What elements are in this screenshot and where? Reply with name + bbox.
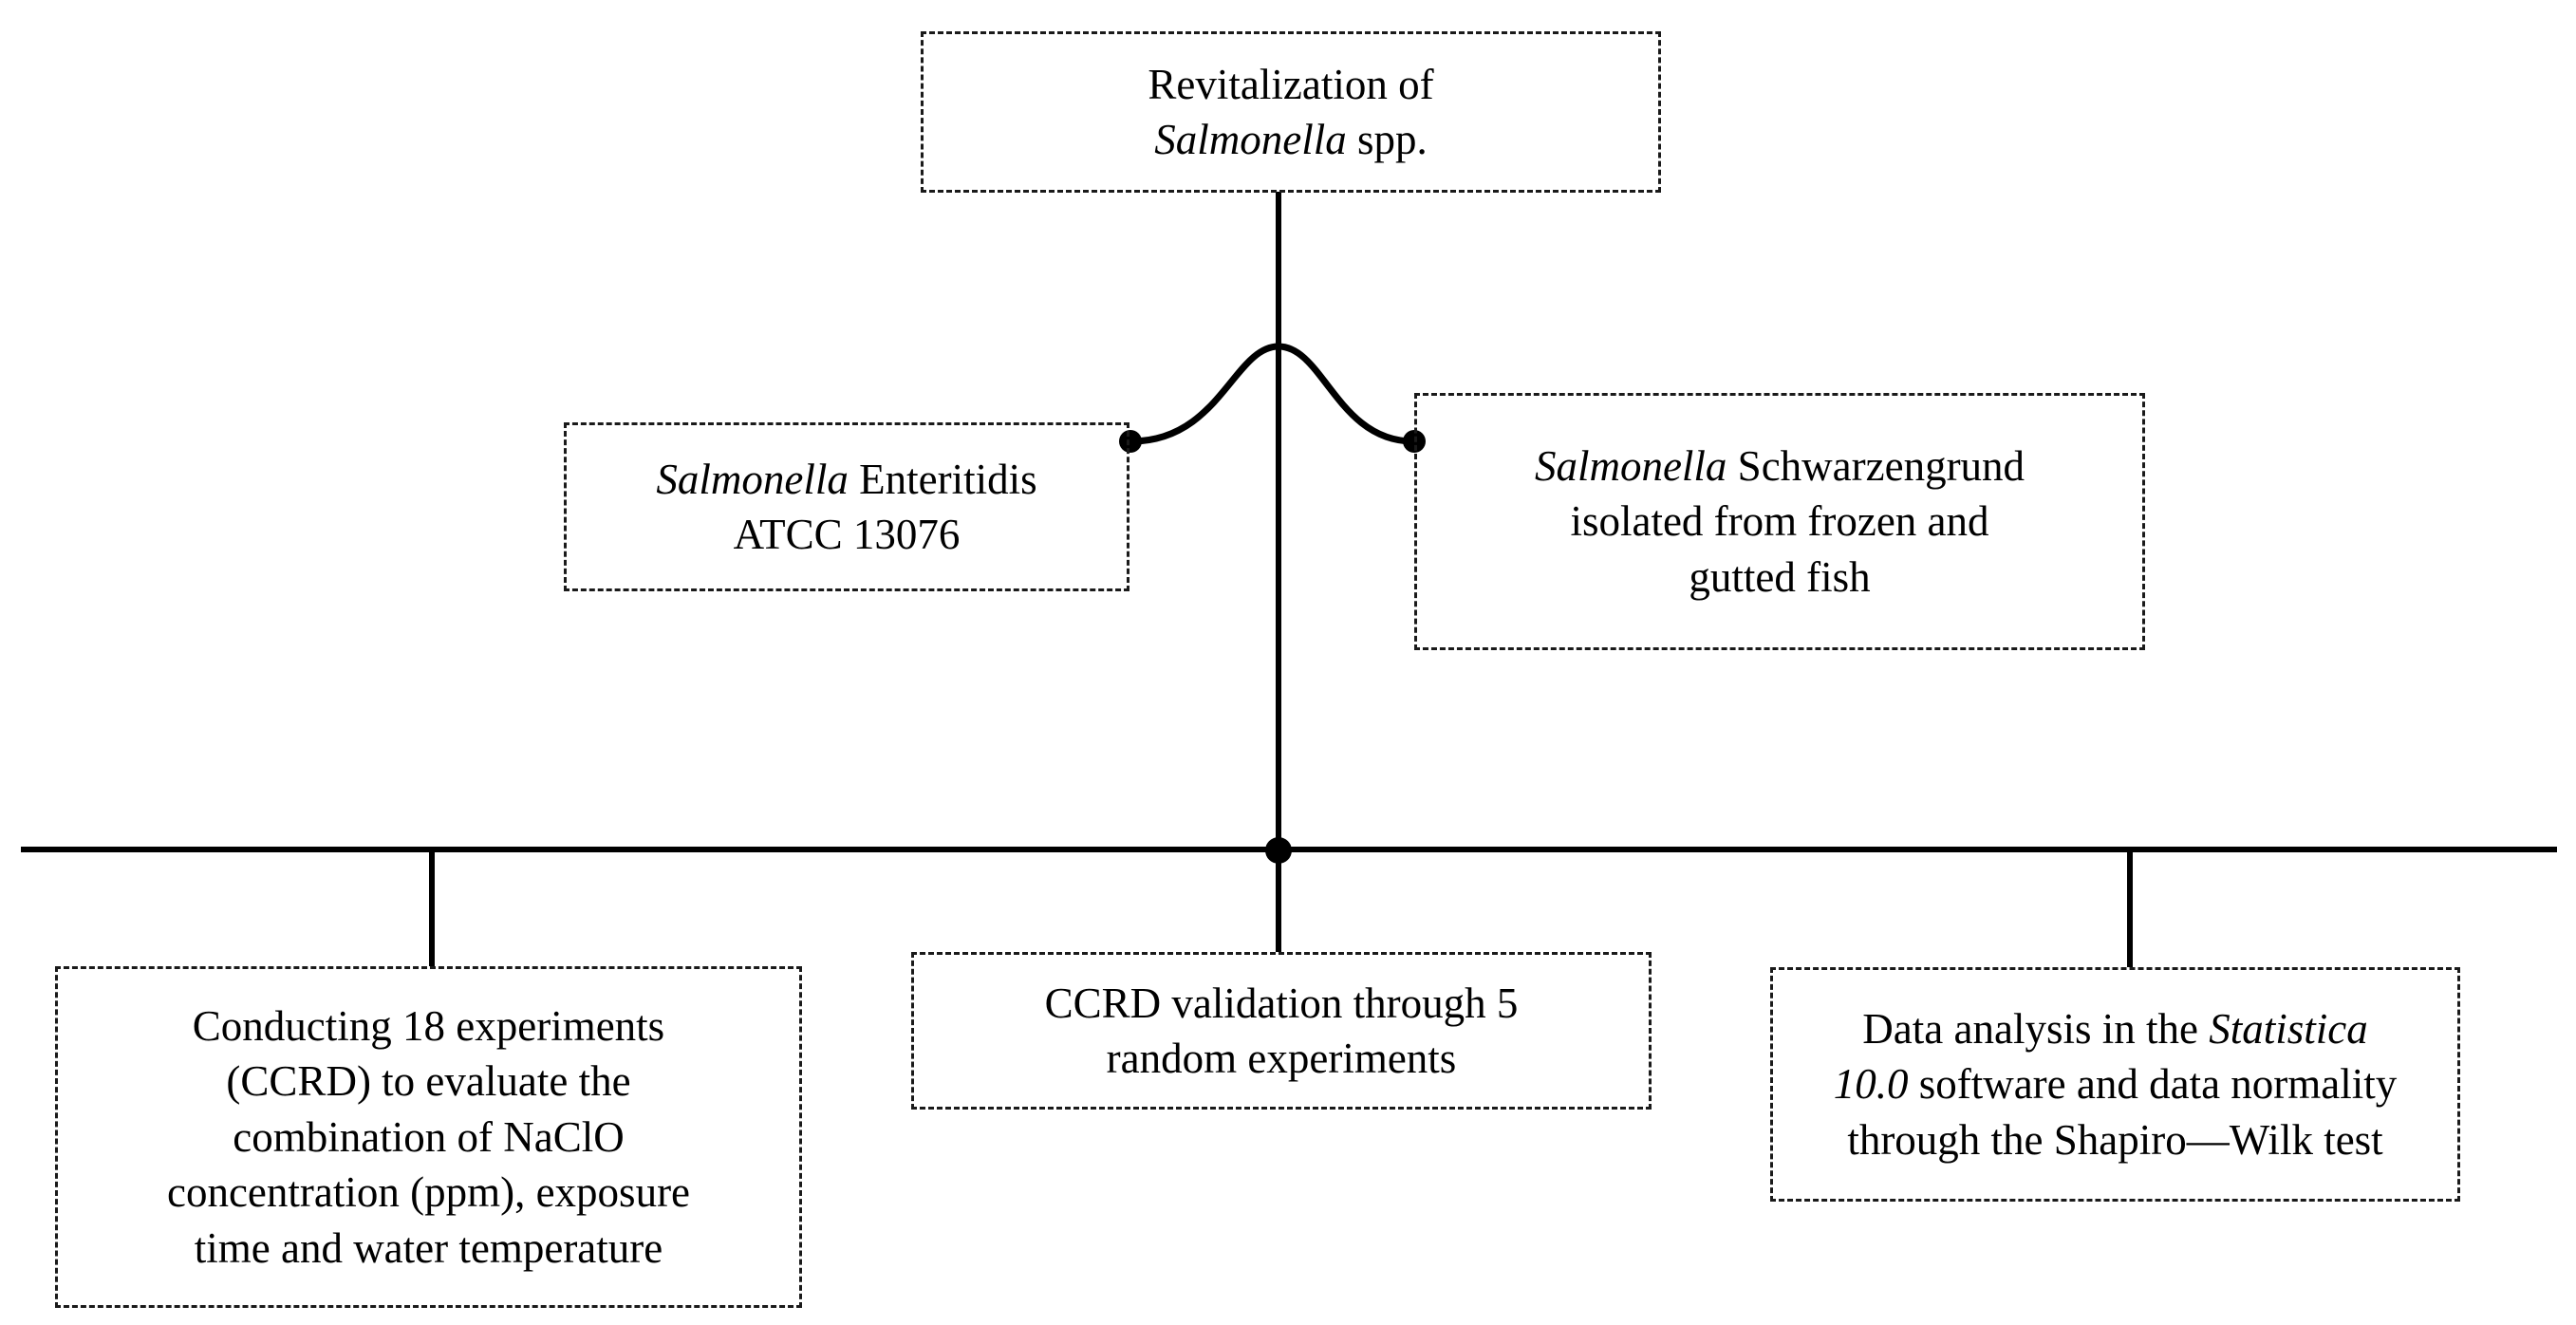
node-analysis-line2-rest: software and data normality [1908,1060,2398,1109]
node-ccrd-line1: Conducting 18 experiments [192,1001,665,1050]
node-validation-line1: CCRD validation through 5 [1044,979,1519,1027]
node-schwarzengrund-serovar: Schwarzengrund [1727,441,2025,490]
node-ccrd-line4: concentration (ppm), exposure [166,1168,691,1217]
node-analysis-text: Data analysis in the Statistica 10.0 sof… [1786,1001,2444,1168]
node-schwarzengrund-genus: Salmonella [1534,441,1727,490]
node-enteritidis-text: Salmonella Enteritidis ATCC 13076 [580,452,1113,563]
node-analysis-software-version: 10.0 [1833,1060,1909,1109]
node-data-analysis[interactable]: Data analysis in the Statistica 10.0 sof… [1770,967,2460,1202]
node-ccrd-text: Conducting 18 experiments (CCRD) to eval… [71,998,786,1277]
node-ccrd-line3: combination of NaClO [233,1112,625,1161]
node-enteritidis-genus: Salmonella [656,455,849,503]
node-revitalization-genus: Salmonella [1154,116,1347,163]
node-ccrd-validation[interactable]: CCRD validation through 5 random experim… [911,952,1652,1110]
s-curve-left-connector [1128,343,1282,445]
node-schwarzengrund-line2: isolated from frozen and [1570,497,1989,546]
node-schwarzengrund-text: Salmonella Schwarzengrund isolated from … [1430,439,2129,606]
node-enteritidis-serovar: Enteritidis [848,455,1037,503]
node-schwarzengrund-line3: gutted fish [1689,552,1871,601]
node-validation-text: CCRD validation through 5 random experim… [927,976,1635,1087]
node-revitalization-line1: Revitalization of [1148,60,1434,108]
bus-junction-dot [1265,837,1292,864]
node-revitalization-text: Revitalization of Salmonella spp. [937,57,1645,168]
node-analysis-software-name: Statistica [2209,1004,2368,1053]
node-ccrd-line5: time and water temperature [194,1223,663,1272]
node-analysis-line3: through the Shapiro—Wilk test [1847,1115,2383,1164]
node-salmonella-schwarzengrund[interactable]: Salmonella Schwarzengrund isolated from … [1414,393,2145,650]
node-analysis-line1-pre: Data analysis in the [1862,1004,2210,1053]
node-ccrd-experiments[interactable]: Conducting 18 experiments (CCRD) to eval… [55,966,802,1308]
node-ccrd-line2: (CCRD) to evaluate the [226,1057,631,1106]
node-salmonella-enteritidis[interactable]: Salmonella Enteritidis ATCC 13076 [564,422,1129,591]
node-enteritidis-strain-code: ATCC 13076 [733,511,961,558]
node-validation-line2: random experiments [1106,1035,1457,1082]
node-revitalization[interactable]: Revitalization of Salmonella spp. [921,31,1661,193]
s-curve-right-connector [1275,343,1417,445]
node-revitalization-species: spp. [1346,116,1428,163]
